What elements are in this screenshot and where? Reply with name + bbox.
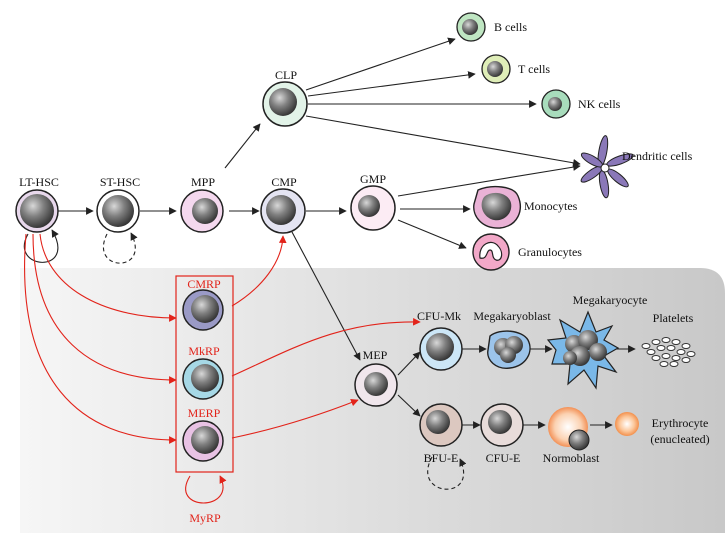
cmrp-cell <box>182 289 224 331</box>
label-cmrp: CMRP <box>187 277 221 291</box>
bfu-e-cell <box>419 403 463 447</box>
black-arrows <box>58 37 636 429</box>
label-platelets: Platelets <box>653 311 694 325</box>
label-lt-hsc: LT-HSC <box>19 175 59 189</box>
label-megakaryocyte: Megakaryocyte <box>573 293 648 307</box>
lt-hsc-self-renewal-loop <box>23 229 59 263</box>
red-arrows <box>24 233 421 504</box>
dendritic-cell <box>580 135 634 199</box>
myrp-group-box <box>175 275 234 473</box>
mpp-cell <box>180 189 224 233</box>
granulocyte-cell <box>472 233 510 271</box>
label-bfu-e: BFU-E <box>424 451 459 465</box>
megakaryocyte-cell <box>546 310 620 390</box>
b-cell <box>456 12 486 42</box>
label-b-cells: B cells <box>494 20 527 34</box>
platelets-cluster <box>641 337 696 367</box>
label-megakaryoblast: Megakaryoblast <box>473 309 551 323</box>
label-t-cells: T cells <box>518 62 550 76</box>
gmp-cell <box>350 185 396 231</box>
lt-hsc-cell <box>15 189 59 233</box>
label-mep: MEP <box>363 348 388 362</box>
label-merp: MERP <box>188 406 221 420</box>
megakaryoblast-cell <box>487 330 531 369</box>
label-granulocytes: Granulocytes <box>518 245 582 259</box>
nk-cell <box>541 89 571 119</box>
label-mkrp: MkRP <box>188 344 220 358</box>
cfu-mk-cell <box>419 327 463 371</box>
label-nk-cells: NK cells <box>578 97 621 111</box>
monocyte-cell <box>473 185 521 229</box>
st-hsc-self-renewal-loop <box>102 232 138 264</box>
clp-cell <box>262 81 308 127</box>
cmp-cell <box>260 188 306 234</box>
label-gmp: GMP <box>360 172 386 186</box>
st-hsc-cell <box>96 189 140 233</box>
label-mpp: MPP <box>191 175 215 189</box>
erythrocyte-cell <box>615 412 639 436</box>
label-cfu-e: CFU-E <box>486 451 521 465</box>
label-erythrocyte: Erythrocyte <box>652 416 709 430</box>
label-st-hsc: ST-HSC <box>100 175 140 189</box>
normoblast-cell <box>548 407 590 451</box>
label-monocytes: Monocytes <box>524 199 578 213</box>
t-cell <box>481 54 511 84</box>
label-cmp: CMP <box>271 175 297 189</box>
label-clp: CLP <box>275 68 297 82</box>
label-myrp: MyRP <box>189 511 221 525</box>
mep-cell <box>354 363 398 407</box>
bfu-e-self-renewal-loop <box>427 456 467 490</box>
mkrp-cell <box>182 358 224 400</box>
label-cfu-mk: CFU-Mk <box>417 309 461 323</box>
cfu-e-cell <box>480 403 524 447</box>
label-dendritic-cells: Dendritic cells <box>622 149 693 163</box>
label-enucleated: (enucleated) <box>650 432 709 446</box>
label-normoblast: Normoblast <box>543 451 600 465</box>
merp-cell <box>182 420 224 462</box>
